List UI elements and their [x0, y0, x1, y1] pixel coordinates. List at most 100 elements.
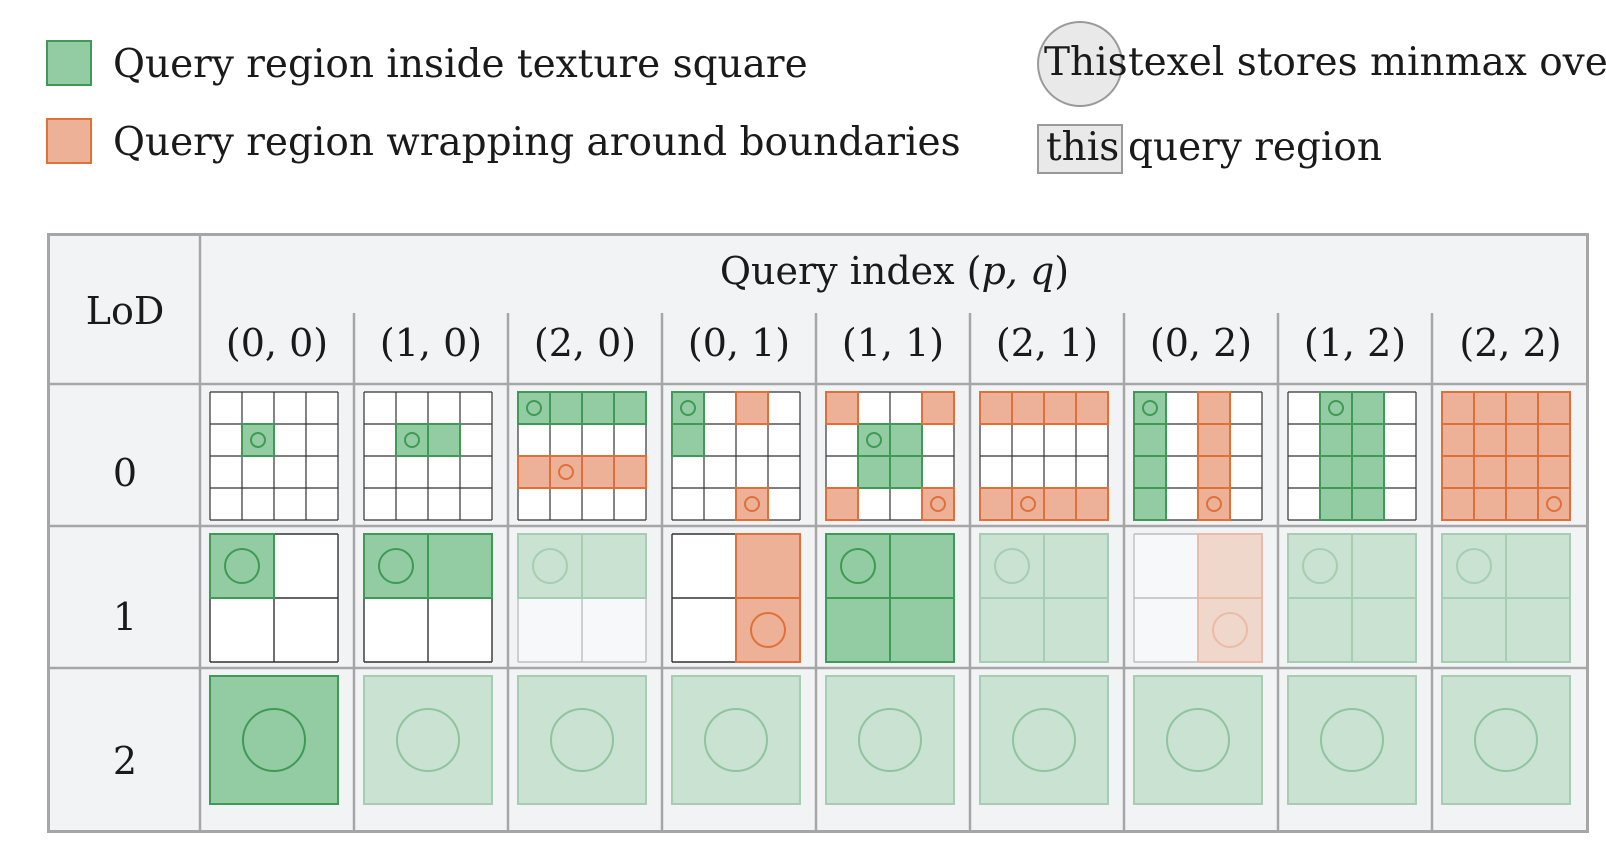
- query-texel: [1320, 392, 1352, 424]
- query-texel: [922, 392, 954, 424]
- lod1-square: [363, 533, 493, 663]
- query-texel-outline: [1287, 597, 1353, 663]
- query-texel-outline: [1197, 597, 1263, 663]
- query-texel: [1538, 488, 1570, 520]
- query-texel-outline: [1505, 597, 1571, 663]
- legend-green-swatch: [46, 40, 92, 86]
- query-texel: [1506, 534, 1570, 598]
- query-texel: [826, 392, 858, 424]
- query-texel: [672, 424, 704, 456]
- legend-orange-label: Query region wrapping around boundaries: [113, 120, 961, 165]
- query-texel: [1134, 488, 1166, 520]
- query-texel-outline: [1043, 533, 1109, 599]
- region-word: this: [1046, 125, 1120, 170]
- query-texel: [550, 392, 582, 424]
- query-texel-outline: [1351, 533, 1417, 599]
- query-texel-outline: [1075, 487, 1109, 521]
- query-texel: [736, 598, 800, 662]
- query-texel-outline: [613, 391, 647, 425]
- query-texel: [1352, 598, 1416, 662]
- lod2-square: [671, 675, 801, 805]
- query-texel: [736, 534, 800, 598]
- column-header: (2, 1): [995, 321, 1099, 365]
- texel-marker: [526, 400, 542, 416]
- query-texel: [1538, 456, 1570, 488]
- query-texel: [1538, 392, 1570, 424]
- query-texel: [1506, 488, 1538, 520]
- lod1-square: [209, 533, 339, 663]
- texel-marker: [930, 496, 946, 512]
- query-texel: [518, 534, 582, 598]
- query-texel-outline: [825, 487, 859, 521]
- query-texel: [672, 392, 704, 424]
- query-texel-outline: [921, 391, 955, 425]
- texture-square: [1442, 534, 1570, 662]
- texel-marker: [840, 548, 876, 584]
- query-texel: [582, 534, 646, 598]
- query-texel: [1320, 488, 1352, 520]
- query-texel: [1320, 456, 1352, 488]
- lod2-square: [363, 675, 493, 805]
- query-texel: [826, 598, 890, 662]
- query-texel: [1474, 488, 1506, 520]
- texture-square: [1288, 534, 1416, 662]
- region-explanation: query region: [1128, 125, 1382, 170]
- query-texel-outline: [427, 423, 461, 457]
- lod1-square: [979, 533, 1109, 663]
- query-texel: [1198, 534, 1262, 598]
- query-texel: [980, 392, 1012, 424]
- row-label-lod-0: 0: [112, 451, 138, 495]
- query-texel: [1012, 488, 1044, 520]
- column-header: (1, 2): [1303, 321, 1407, 365]
- query-texel-outline: [1197, 533, 1263, 599]
- texture-square: [518, 534, 646, 662]
- texel-marker: [1320, 708, 1384, 772]
- query-texel: [1012, 392, 1044, 424]
- texel-marker: [680, 400, 696, 416]
- query-texel: [826, 534, 890, 598]
- lod1-square: [1133, 533, 1263, 663]
- query-texel: [858, 456, 890, 488]
- query-texel: [210, 534, 274, 598]
- query-texel: [1352, 424, 1384, 456]
- query-texel: [1506, 392, 1538, 424]
- texel-marker: [744, 496, 760, 512]
- query-texel: [736, 488, 768, 520]
- query-texel-outline: [1287, 533, 1353, 599]
- texel-marker: [404, 432, 420, 448]
- query-texel: [980, 534, 1044, 598]
- texel-marker: [396, 708, 460, 772]
- query-texel-outline: [1351, 597, 1417, 663]
- texel-marker: [1302, 548, 1338, 584]
- texel-marker: [224, 548, 260, 584]
- query-texel: [890, 456, 922, 488]
- lod-header: LoD: [85, 289, 165, 333]
- query-texel: [1442, 488, 1474, 520]
- query-texel: [1198, 456, 1230, 488]
- query-texel: [1352, 488, 1384, 520]
- column-header: (0, 2): [1149, 321, 1253, 365]
- lod1-square: [671, 533, 801, 663]
- query-texel-outline: [1075, 391, 1109, 425]
- query-texel-outline: [1197, 487, 1231, 521]
- query-texel: [1442, 456, 1474, 488]
- row-label-lod-2: 2: [112, 739, 138, 783]
- query-texel: [736, 392, 768, 424]
- lod2-square: [209, 675, 339, 805]
- column-header: (2, 0): [533, 321, 637, 365]
- texel-marker: [750, 612, 786, 648]
- query-texel-outline: [1133, 487, 1167, 521]
- query-texel-outline: [979, 597, 1045, 663]
- query-texel-outline: [581, 533, 647, 599]
- texel-marker: [994, 548, 1030, 584]
- texel-marker: [704, 708, 768, 772]
- query-texel-outline: [735, 487, 769, 521]
- texel-marker: [378, 548, 414, 584]
- lod2-square: [825, 675, 955, 805]
- texel-explanation: texel stores minmax over: [1128, 40, 1606, 85]
- query-texel: [1288, 598, 1352, 662]
- query-texel: [1076, 392, 1108, 424]
- query-texel: [1474, 392, 1506, 424]
- column-header: (0, 0): [225, 321, 329, 365]
